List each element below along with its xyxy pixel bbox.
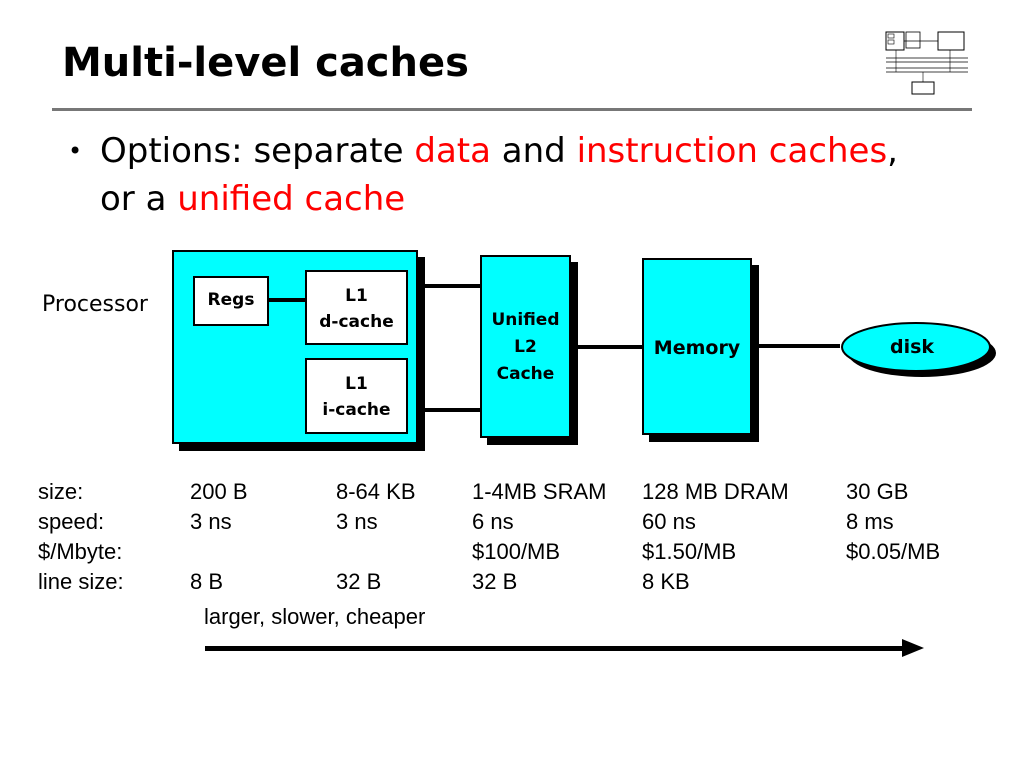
title-divider [52,108,972,111]
l2-cache-box [480,255,571,438]
cell-l2-speed: 6 ns [472,509,514,534]
bullet-text-and: and [490,131,577,171]
cell-l2-cost: $100/MB [472,539,561,564]
slide-title: Multi-level caches [62,40,469,86]
row-label-line-size: line size: [38,569,124,594]
cell-memory-cost: $1.50/MB [642,539,737,564]
cell-disk-size: 30 GB [846,479,909,504]
thumbnail-system-diagram-icon [885,31,968,95]
l2-label-2: L2 [514,337,537,357]
trend-label: larger, slower, cheaper [204,604,426,629]
l1-icache-label-2: i-cache [322,400,391,420]
bullet-highlight-unified-cache: unified cache [177,179,406,219]
l2-label-3: Cache [496,364,555,384]
memory-box [642,258,752,435]
cell-l2-line-size: 32 B [472,569,518,594]
bullet-highlight-data: data [414,131,491,171]
processor-l2-connector-top [425,284,481,288]
l2-memory-connector [578,345,642,349]
bullet-text-options: Options: separate [100,131,415,171]
cell-memory-speed: 60 ns [642,509,696,534]
disk-shape [841,322,996,377]
processor-label: Processor [42,292,148,317]
bullet-text-or-a: or a [100,179,178,219]
memory-label: Memory [653,337,741,359]
cell-disk-speed: 8 ms [846,509,894,534]
cell-l2-size: 1-4MB SRAM [472,479,607,504]
cell-l1-line-size: 32 B [336,569,382,594]
l1-dcache-box [305,270,408,345]
memory-disk-connector [752,344,840,348]
l1-icache-box [305,358,408,434]
arrow-right-icon [902,639,924,657]
row-label-cost: $/Mbyte: [38,539,123,564]
disk-label: disk [889,336,935,358]
cell-memory-line-size: 8 KB [642,569,690,594]
cell-regs-line-size: 8 B [190,569,224,594]
cell-l1-size: 8-64 KB [336,479,416,504]
bullet-line-1: Options: separate data and instruction c… [100,128,898,174]
bullet-marker: • [68,137,83,165]
trend-arrow-shaft [205,646,905,651]
cell-regs-speed: 3 ns [190,509,232,534]
cell-memory-size: 128 MB DRAM [642,479,789,504]
cell-disk-cost: $0.05/MB [846,539,941,564]
processor-l2-connector-bottom [425,408,481,412]
bullet-highlight-instruction-caches: instruction caches [576,131,888,171]
row-label-size: size: [38,479,84,504]
cell-l1-speed: 3 ns [336,509,378,534]
regs-label: Regs [207,290,255,310]
row-label-speed: speed: [38,509,105,534]
cell-regs-size: 200 B [190,479,248,504]
l1-icache-label-1: L1 [345,374,368,394]
bullet-line-2: or a unified cache [100,176,405,222]
l1-dcache-label-2: d-cache [319,312,394,332]
l1-dcache-label-1: L1 [345,286,368,306]
regs-l1-connector [268,298,306,302]
bullet-text-comma: , [887,131,898,171]
l2-label-1: Unified [491,310,560,330]
